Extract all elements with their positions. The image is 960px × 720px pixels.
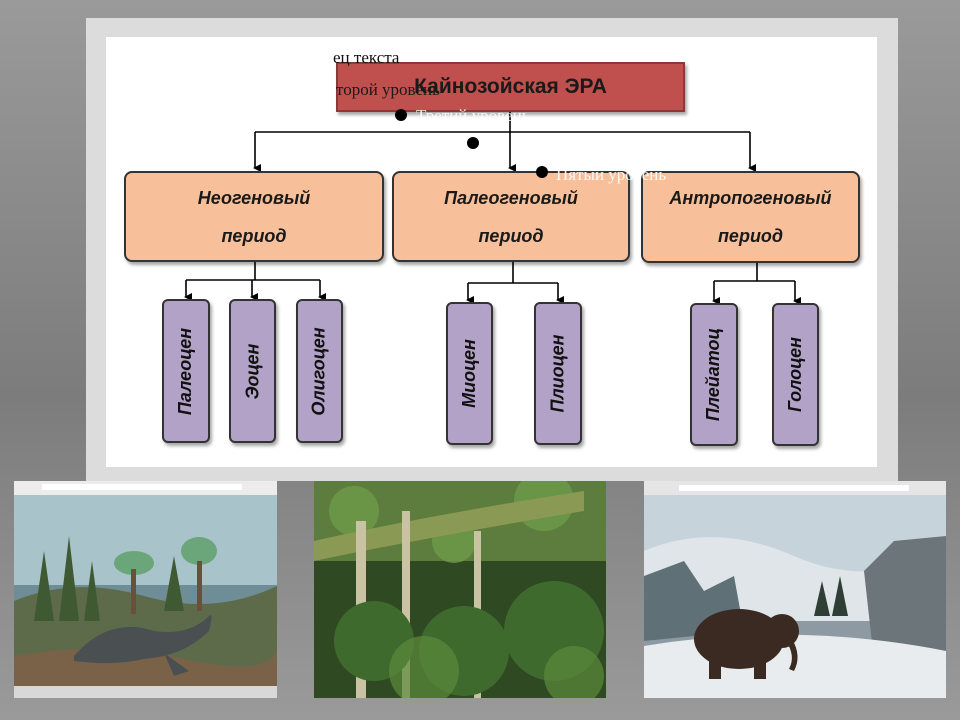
epoch-box-miocene: Миоцен <box>446 302 493 445</box>
period-box-neogene: Неогеновый период <box>124 171 384 262</box>
epoch-label: Олигоцен <box>309 326 330 416</box>
epoch-label: Плиоцен <box>547 334 568 413</box>
epoch-box-paleocene: Палеоцен <box>162 299 210 443</box>
epoch-box-pleistocene: Плейатоц <box>690 303 738 446</box>
dinosaur-diorama-photo <box>14 481 277 698</box>
overlay-text-line-1: ец текста <box>333 48 400 67</box>
epoch-box-holocene: Голоцен <box>772 303 819 446</box>
overlay-text-line-3: Третий уровень <box>416 106 530 125</box>
epoch-label: Эоцен <box>242 343 263 399</box>
overlay-text-line-4: Пятый уровень <box>556 165 667 184</box>
period-subtitle: период <box>717 226 784 246</box>
era-box: Кайнозойская ЭРА <box>336 62 685 112</box>
era-label: Кайнозойская ЭРА <box>414 75 607 98</box>
period-title: Неогеновый <box>197 187 311 208</box>
epoch-box-pliocene: Плиоцен <box>534 302 582 445</box>
forest-photo <box>314 481 606 698</box>
epoch-label: Палеоцен <box>175 327 196 415</box>
period-box-paleogene: Палеогеновый период <box>392 171 630 262</box>
period-title: Антропогеновый <box>669 188 832 208</box>
epoch-label: Плейатоц <box>703 327 724 422</box>
epoch-label: Миоцен <box>459 339 479 408</box>
overlay-text-line-2: торой уровень <box>336 80 440 99</box>
period-box-anthropogene: Антропогеновый период <box>641 171 860 263</box>
epoch-box-eocene: Эоцен <box>229 299 276 443</box>
mammoth-diorama-photo <box>644 481 946 698</box>
epoch-label: Голоцен <box>785 337 805 412</box>
bullet-icon <box>395 109 407 121</box>
bullet-icon <box>536 166 548 178</box>
period-subtitle: период <box>478 225 544 246</box>
epoch-box-oligocene: Олигоцен <box>296 299 343 443</box>
period-subtitle: период <box>221 225 287 246</box>
period-title: Палеогеновый <box>444 187 578 208</box>
bullet-icon <box>467 137 479 149</box>
